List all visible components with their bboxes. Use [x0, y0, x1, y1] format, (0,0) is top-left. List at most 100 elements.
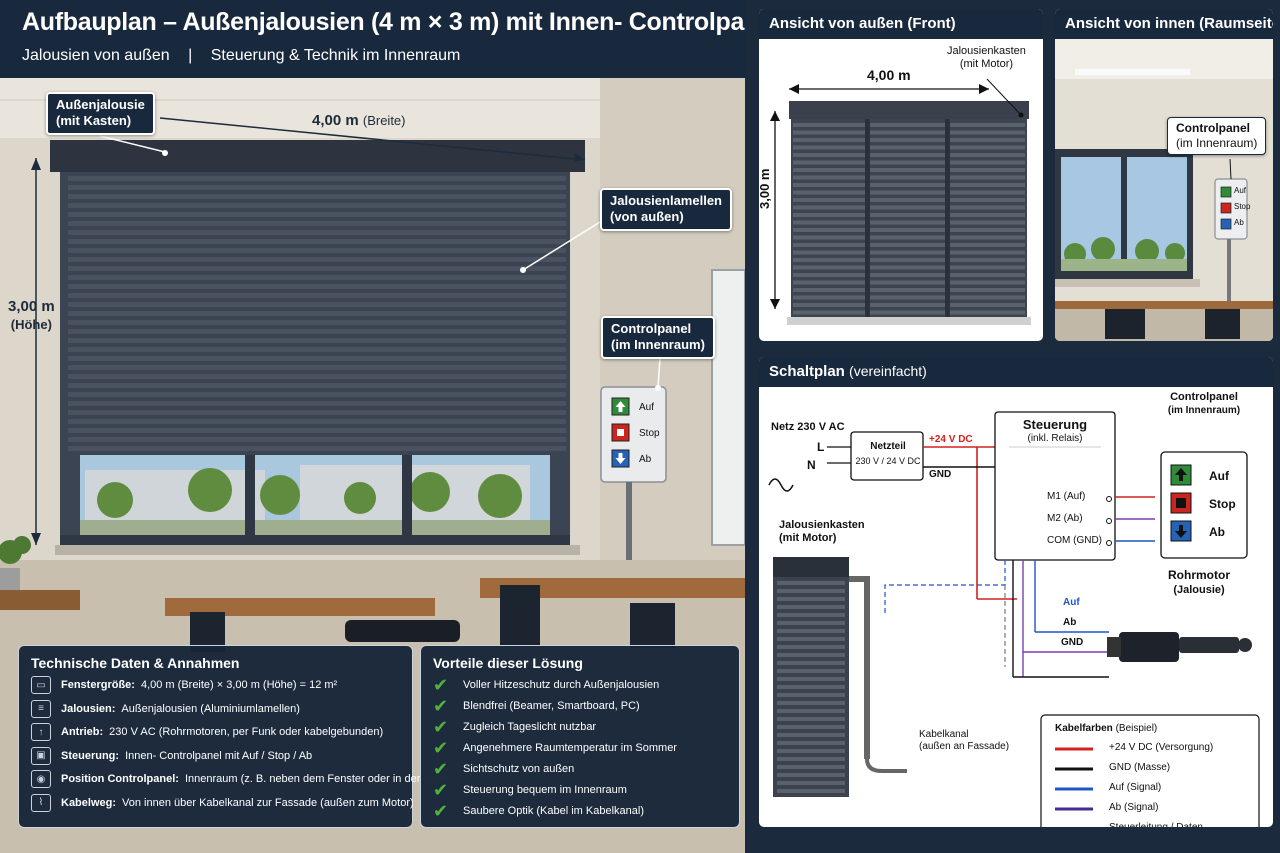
tag-outer-blind-line2: (mit Kasten)	[56, 113, 132, 129]
motor-line1: Rohrmotor	[1168, 568, 1230, 582]
tech-data-title: Technische Daten & Annahmen	[31, 655, 240, 671]
ctrl-title: Steuerung	[1022, 417, 1088, 432]
ctrl-m2: M2 (Ab)	[1047, 513, 1083, 524]
front-slat	[793, 198, 1025, 202]
psu-title: Netzteil	[870, 441, 906, 452]
photo-height-value: 3,00 m	[8, 298, 55, 315]
blind-slat	[68, 248, 566, 253]
tag-controlpanel-line1: Controlpanel	[611, 321, 692, 336]
benefit-text: Zugleich Tageslicht nutzbar	[463, 721, 597, 733]
psu-spec: 230 V / 24 V DC	[855, 455, 921, 466]
wire-gnd-label: GND	[1061, 637, 1084, 648]
schem-cp-title-line2: (im Innenraum)	[1167, 405, 1241, 417]
legend-label: +24 V DC (Versorgung)	[1109, 742, 1214, 753]
page-subtitle: Jalousien von außen | Steuerung & Techni…	[22, 47, 474, 65]
subtitle-left: Jalousien von außen	[22, 47, 170, 64]
tech-row-label: Position Controlpanel:	[61, 773, 179, 785]
legend-label: Auf (Signal)	[1109, 782, 1162, 793]
blind-slat	[68, 212, 566, 217]
tech-row: ▣Steuerung:Innen- Controlpanel mit Auf /…	[31, 746, 312, 765]
tech-row-value: 230 V AC (Rohrmotoren, per Funk oder kab…	[109, 726, 384, 738]
photo-height-note: (Höhe)	[10, 317, 52, 332]
subtitle-separator: |	[188, 47, 193, 64]
schematic-slat	[777, 581, 845, 585]
front-slat	[793, 250, 1025, 255]
window-size-icon: ▭	[31, 676, 51, 694]
blind-slat	[68, 230, 566, 235]
duct-line1: Kabelkanal	[919, 729, 969, 740]
front-slat	[793, 288, 1025, 292]
inside-controlpanel-tag: Controlpanel (im Innenraum)	[1167, 117, 1267, 155]
schematic-slat	[777, 733, 845, 737]
benefit-item: ✔Saubere Optik (Kabel im Kabelkanal)	[433, 802, 644, 820]
inside-btn-stop: Stop	[1234, 202, 1251, 211]
photo-panel-btn-stop: Stop	[639, 428, 660, 439]
tech-row-value: 4,00 m (Breite) × 3,00 m (Höhe) = 12 m²	[140, 679, 338, 691]
blind-slat	[68, 338, 566, 343]
benefits-panel: Vorteile dieser Lösung ✔Voller Hitzeschu…	[420, 645, 740, 828]
front-slat	[793, 258, 1025, 262]
duct-label: Kabelkanal (außen an Fassade)	[919, 729, 1009, 753]
tag-outer-blind: Außenjalousie (mit Kasten)	[46, 92, 155, 135]
schematic-slat	[777, 709, 845, 713]
tech-row: ⌇Kabelweg:Von innen über Kabelkanal zur …	[31, 793, 414, 812]
motor-icon: ↑	[31, 723, 51, 741]
schem-btn-ab: Ab	[1209, 525, 1225, 539]
front-slat	[793, 310, 1025, 315]
front-width-label: 4,00 m	[867, 67, 911, 83]
schematic-slat	[777, 653, 845, 657]
blinds-icon: ≡	[31, 699, 51, 718]
subtitle-right: Steuerung & Technik im Innenraum	[210, 47, 461, 64]
front-slat	[793, 235, 1025, 240]
front-box-label-line1: Jalousienkasten	[947, 45, 1026, 57]
front-view-panel: Ansicht von außen (Front) Jalousienkaste…	[758, 8, 1044, 342]
schematic-slat	[777, 669, 845, 673]
schematic-header: Schaltplan (vereinfacht)	[759, 357, 1273, 387]
blind-slat	[68, 311, 566, 316]
front-slat	[793, 205, 1025, 210]
blind-slat	[68, 320, 566, 325]
schematic-slat	[777, 701, 845, 705]
blind-slat	[68, 239, 566, 244]
photo-panel-btn-ab: Ab	[639, 454, 652, 465]
photo-width-note: (Breite)	[362, 113, 406, 128]
front-slat	[793, 280, 1025, 285]
blind-slat	[68, 284, 566, 289]
schematic-slat	[777, 781, 845, 785]
legend-label: GND (Masse)	[1109, 762, 1171, 773]
schematic-slat	[777, 613, 845, 617]
front-slat	[793, 243, 1025, 247]
schematic-slat	[777, 605, 845, 609]
blind-slat	[68, 266, 566, 271]
schematic-slat	[777, 757, 845, 761]
inside-btn-auf: Auf	[1234, 186, 1247, 195]
front-slat	[793, 220, 1025, 225]
front-slat	[793, 190, 1025, 195]
checkmark-icon: ✔	[433, 696, 449, 716]
blind-slat	[68, 428, 566, 433]
schematic-slat	[777, 717, 845, 721]
wiring-diagram	[768, 411, 1260, 827]
tag-slats-line1: Jalousienlamellen	[610, 193, 722, 208]
schem-cp-title: Controlpanel (im Innenraum)	[1154, 391, 1254, 417]
schematic-panel: Schaltplan (vereinfacht)	[758, 356, 1274, 828]
duct-line2: (außen an Fassade)	[919, 741, 1010, 752]
blind-slat	[68, 446, 566, 451]
blind-slat	[68, 401, 566, 406]
schematic-slat	[777, 589, 845, 593]
schem-box-title-line2: (mit Motor)	[779, 532, 837, 545]
inside-tag-line2: (im Innenraum)	[1176, 136, 1258, 150]
psu-label: Netzteil 230 V / 24 V DC	[855, 440, 921, 469]
front-box-label: Jalousienkasten (mit Motor)	[947, 45, 1026, 71]
front-box-label-line2: (mit Motor)	[959, 58, 1014, 71]
benefit-item: ✔Angenehmere Raumtemperatur im Sommer	[433, 739, 677, 757]
schematic-slat	[777, 741, 845, 745]
schematic-title: Schaltplan	[769, 363, 845, 380]
benefit-text: Voller Hitzeschutz durch Außenjalousien	[463, 679, 660, 691]
front-slat	[793, 303, 1025, 307]
tech-row-label: Antrieb:	[61, 726, 104, 738]
front-slat	[793, 183, 1025, 187]
tech-row-label: Kabelweg:	[61, 796, 117, 809]
schematic-slat	[777, 621, 845, 625]
benefit-text: Angenehmere Raumtemperatur im Sommer	[463, 742, 677, 754]
